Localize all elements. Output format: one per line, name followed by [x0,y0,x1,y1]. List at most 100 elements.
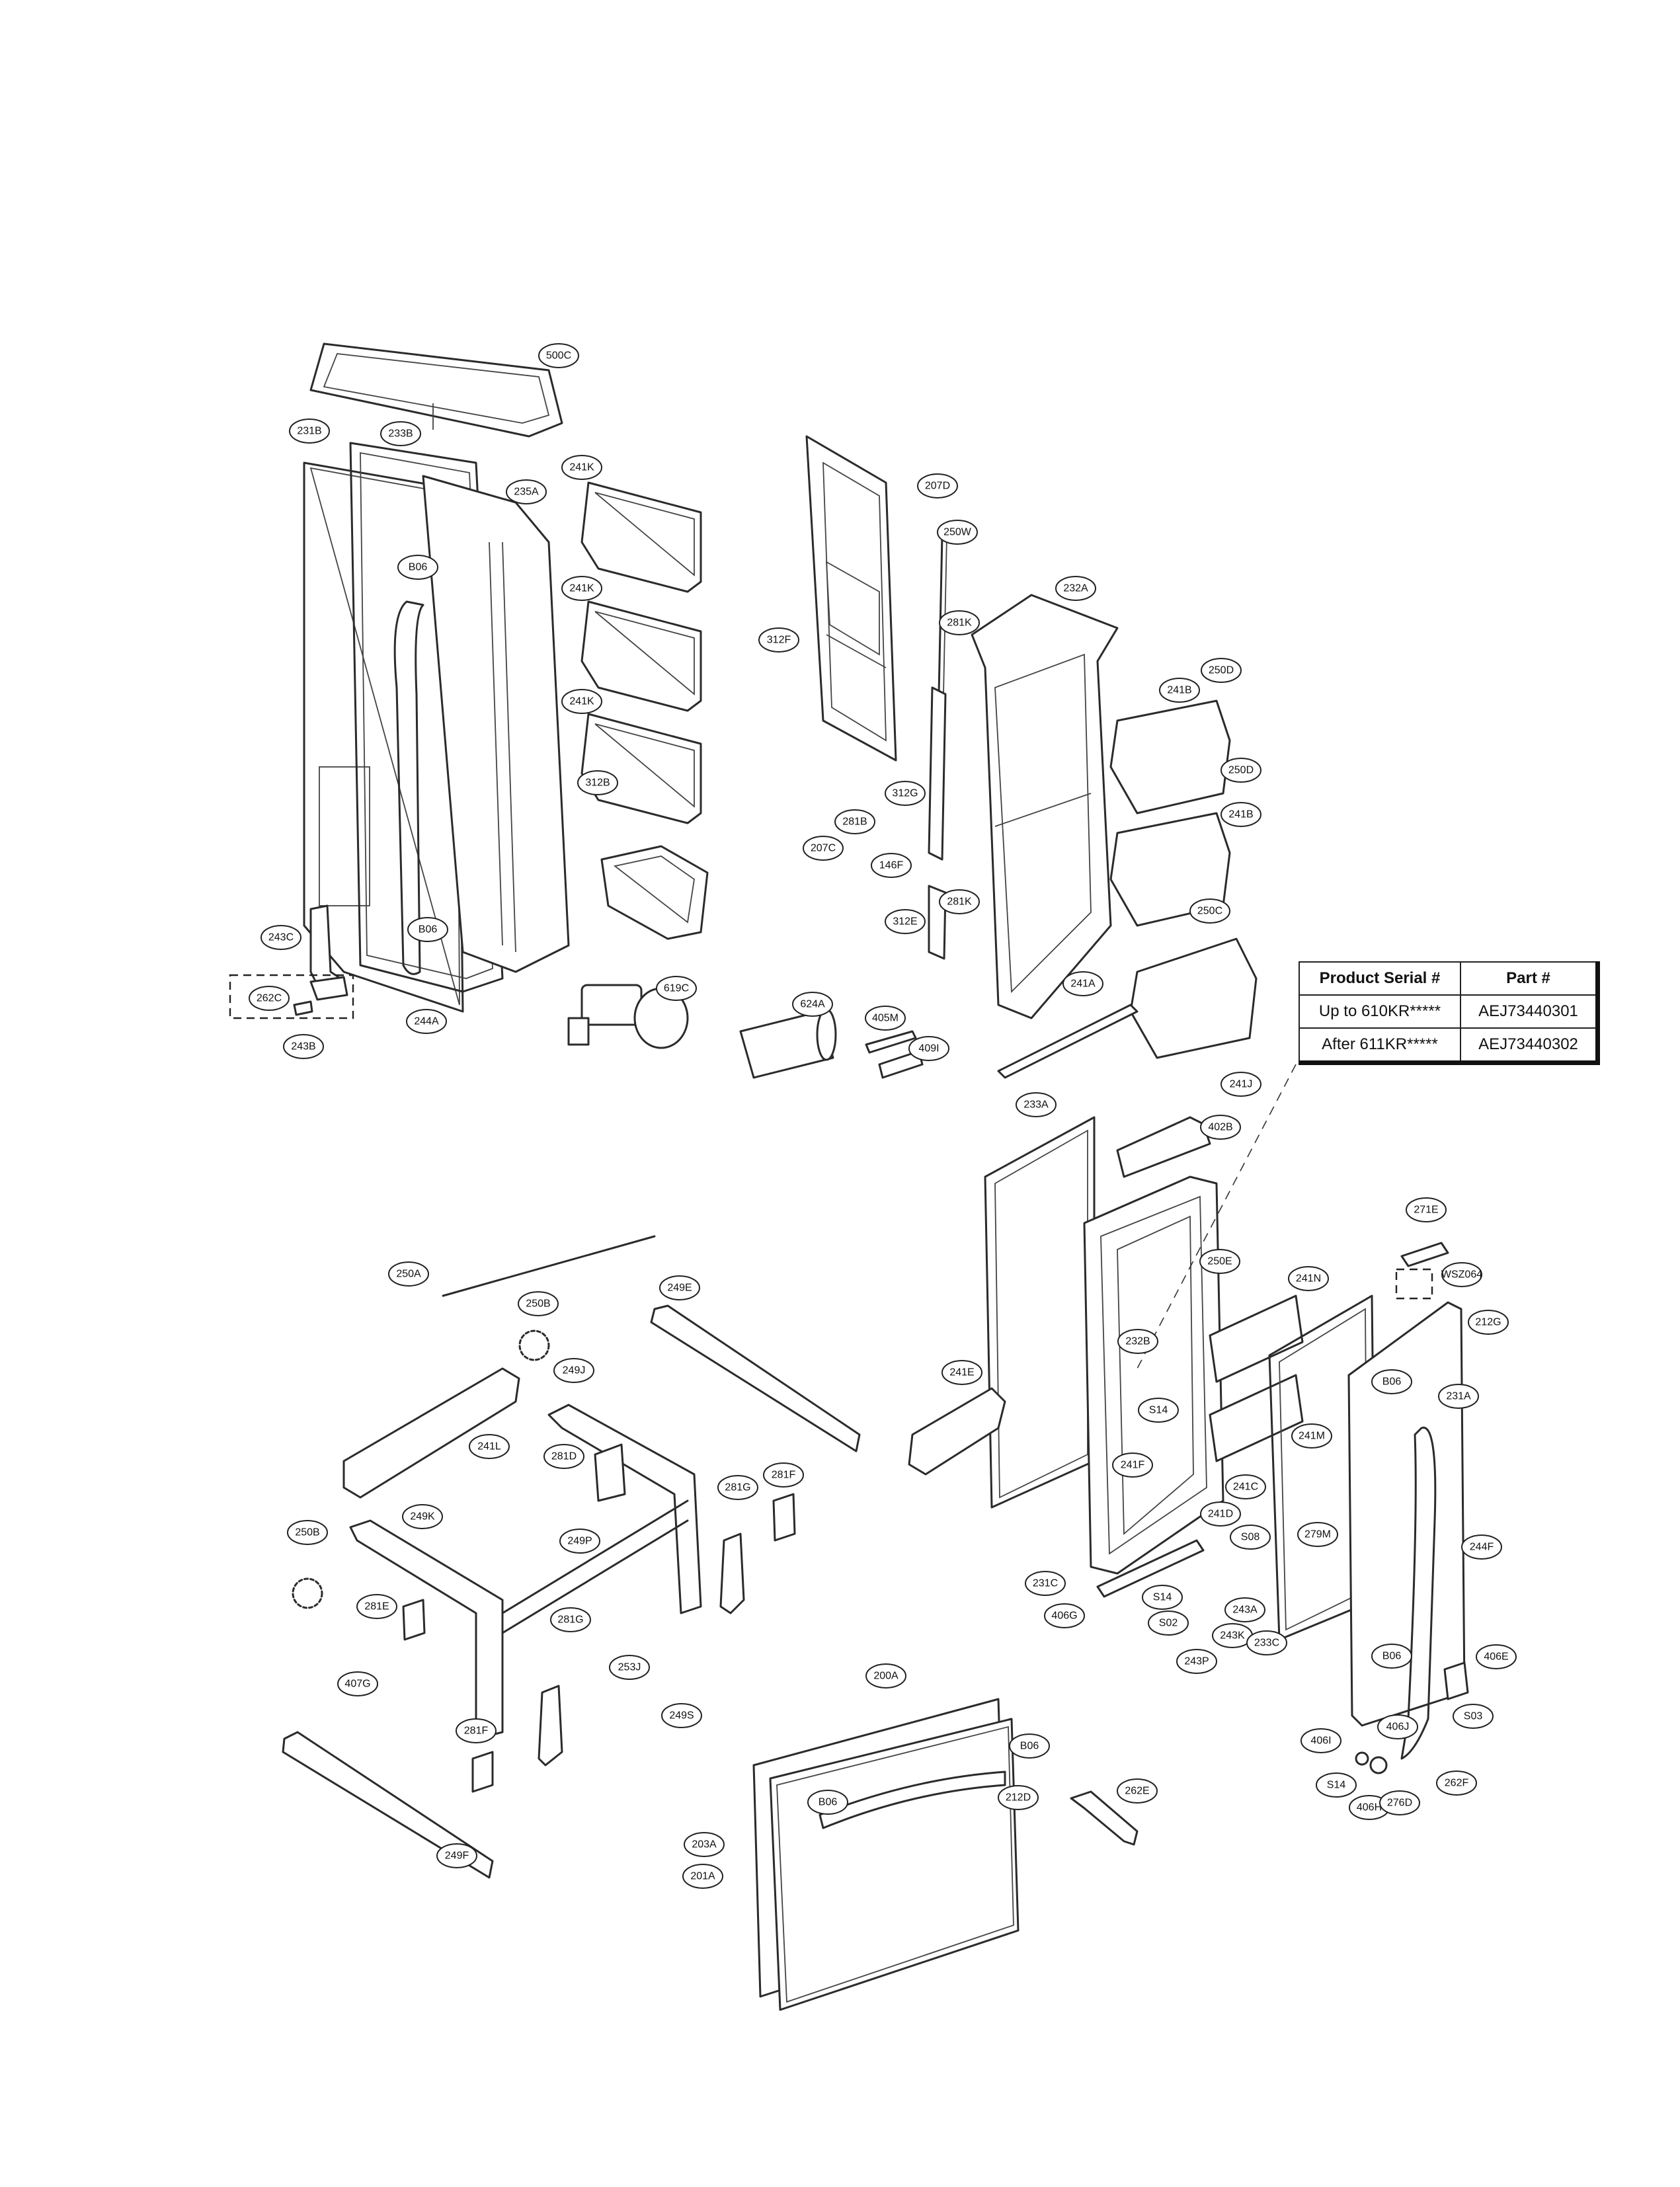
callout-label: 312E [893,916,917,928]
cell-part: AEJ73440302 [1459,1027,1599,1064]
callout-ellipse [717,1475,758,1500]
callout-ellipse [577,770,618,795]
callout-ellipse [1062,971,1103,996]
callout-ellipse [1441,1262,1482,1287]
callout-ellipse [1044,1603,1085,1628]
callout-ellipse [939,889,980,914]
callout-label: 250D [1228,765,1254,776]
callout-label: 406G [1051,1610,1077,1622]
callout-ellipse [1009,1733,1050,1759]
callout-207d: 207D [917,473,958,498]
dashed-table-leader [1137,1064,1297,1369]
callout-label: 244F [1470,1542,1494,1553]
callout-label: 243B [291,1041,315,1053]
callout-ellipse [337,1671,378,1696]
gear-250B [292,1330,550,1609]
callout-ellipse [436,1843,477,1868]
callout-249k: 249K [402,1504,443,1529]
callout-b06: B06 [397,555,438,580]
callout-500c: 500C [538,343,579,368]
callout-ellipse [659,1275,700,1300]
callout-ellipse [380,421,421,446]
cell-part: AEJ73440301 [1459,994,1599,1029]
callout-312g: 312G [885,781,926,806]
cell-serial: After 611KR***** [1299,1027,1461,1064]
callout-203a: 203A [684,1832,725,1857]
callout-ellipse [1200,1115,1241,1140]
callout-281g: 281G [550,1607,591,1632]
callout-ellipse [1189,898,1230,924]
callout-241c: 241C [1225,1474,1266,1499]
callout-label: 203A [692,1839,717,1850]
callout-241k: 241K [561,576,602,601]
callout-wsz064: WSZ064 [1441,1262,1482,1287]
callout-233c: 233C [1246,1630,1287,1655]
callout-ellipse [388,1261,429,1287]
callout-ellipse [609,1655,650,1680]
callout-ellipse [1291,1423,1332,1449]
callout-label: 249F [445,1850,469,1862]
handle-244F [1400,1426,1437,1760]
callout-label: 249E [667,1283,692,1294]
callout-ellipse [1246,1630,1287,1655]
callout-b06: B06 [1371,1644,1412,1669]
callout-ellipse [998,1785,1039,1810]
callout-281e: 281E [356,1594,397,1619]
callout-281g: 281G [717,1475,758,1500]
rail-241A [997,1004,1139,1079]
callout-ellipse [1468,1310,1509,1335]
callout-ellipse [538,343,579,368]
bracket-241J [1116,1116,1211,1178]
callout-ellipse [1016,1092,1057,1117]
door-handle-244A [393,600,424,975]
callout-250e: 250E [1199,1249,1240,1274]
callout-ellipse [559,1529,600,1554]
callout-ellipse [406,1009,447,1034]
callout-281f: 281F [456,1718,497,1743]
callout-label: 249S [669,1710,694,1722]
callout-406i: 406I [1300,1728,1341,1753]
callout-label: 212G [1475,1317,1501,1328]
callout-271e: 271E [1406,1197,1447,1222]
table-row: Up to 610KR***** AEJ73440301 [1299,994,1599,1029]
callout-241k: 241K [561,689,602,714]
callout-label: 262E [1125,1786,1149,1797]
callout-ellipse [1148,1610,1189,1636]
callout-241l: 241L [469,1434,510,1459]
callout-146f: 146F [871,853,912,878]
callout-label: 233C [1254,1638,1279,1649]
callout-label: 281K [947,617,972,629]
callout-ellipse [1436,1770,1477,1796]
callout-ellipse [885,781,926,806]
callout-406h: 406H [1349,1795,1390,1820]
hooks-249S [538,1532,745,1767]
callout-label: 241B [1167,685,1191,696]
callout-label: 500C [546,350,571,362]
callout-label: 243C [268,932,294,943]
callout-ellipse [871,853,912,878]
callout-ellipse [1025,1571,1066,1596]
callout-label: 243P [1184,1656,1209,1667]
callout-label: 241K [569,462,594,473]
callout-label: 406E [1484,1651,1508,1663]
callout-ellipse [506,479,547,504]
wsz064-box [1395,1268,1433,1300]
callout-label: S08 [1241,1532,1260,1543]
callout-ellipse [543,1444,584,1469]
callout-249p: 249P [559,1529,600,1554]
callout-s02: S02 [1148,1610,1189,1636]
callout-label: 212D [1006,1792,1031,1804]
callout-s14: S14 [1138,1398,1179,1423]
door-bins-241K [580,481,702,824]
callout-249s: 249S [661,1703,702,1728]
callout-ellipse [1176,1649,1217,1674]
callout-250a: 250A [388,1261,429,1287]
bracket-312B [600,845,709,940]
callout-243k: 243K [1212,1623,1253,1648]
brackets-281 [402,1443,796,1793]
callout-label: 243A [1232,1605,1258,1616]
callout-label: 262F [1445,1778,1469,1789]
callout-281f: 281F [763,1462,804,1488]
